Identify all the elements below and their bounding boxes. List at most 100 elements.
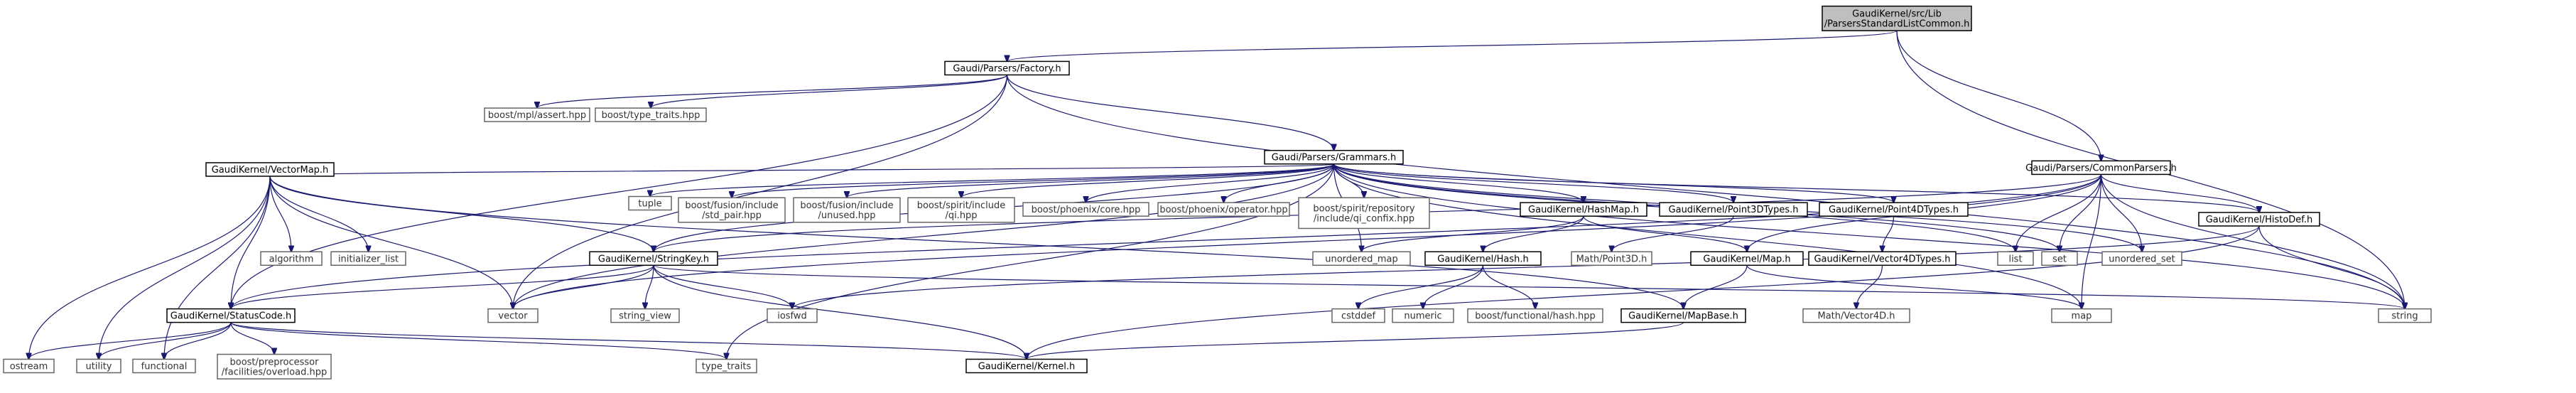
edge-grammars-to-map bbox=[1333, 163, 2082, 309]
node-common[interactable]: Gaudi/Parsers/CommonParsers.h bbox=[2025, 160, 2177, 176]
edge-grammars-to-unused bbox=[847, 163, 1335, 198]
node-label: Gaudi/Parsers/Factory.h bbox=[953, 63, 1061, 74]
node-qiconfix: boost/spirit/repository/include/qi_confi… bbox=[1298, 197, 1430, 230]
node-box bbox=[2198, 212, 2320, 227]
edge-vectormap-to-algorithm bbox=[269, 176, 291, 252]
edge-hash-to-bfhash bbox=[1482, 265, 1536, 308]
node-grammars[interactable]: Gaudi/Parsers/Grammars.h bbox=[1264, 149, 1404, 165]
node-box bbox=[260, 251, 323, 267]
edge-statuscode-to-ostream bbox=[29, 322, 232, 360]
node-label: GaudiKernel/Map.h bbox=[1703, 254, 1790, 264]
node-label: /qi.hpp bbox=[945, 210, 977, 221]
node-label: GaudiKernel/StatusCode.h bbox=[171, 311, 291, 322]
edge-v4d-to-vector4d bbox=[1856, 265, 1883, 308]
edge-hashmap-to-gkmap bbox=[1583, 215, 1747, 252]
node-functional: functional bbox=[132, 358, 196, 374]
edge-p3d-to-point3d bbox=[1612, 215, 1734, 252]
node-label: Math/Vector4D.h bbox=[1818, 311, 1895, 322]
node-box bbox=[678, 197, 786, 223]
node-box bbox=[3, 358, 55, 374]
node-box bbox=[1392, 308, 1454, 323]
node-label: string_view bbox=[619, 311, 671, 322]
node-stringview: string_view bbox=[610, 308, 680, 323]
node-root[interactable]: GaudiKernel/src/Lib/ParsersStandardListC… bbox=[1822, 5, 1972, 31]
node-box bbox=[1264, 149, 1404, 165]
edge-statuscode-to-utility bbox=[99, 322, 232, 360]
node-label: boost/spirit/include bbox=[917, 200, 1006, 211]
node-label: cstddef bbox=[1341, 311, 1376, 322]
node-box bbox=[1298, 197, 1430, 230]
edge-grammars-to-qi bbox=[961, 163, 1335, 198]
edge-statuscode-to-typetraits bbox=[230, 322, 727, 360]
node-gkmap[interactable]: GaudiKernel/Map.h bbox=[1690, 251, 1804, 267]
node-label: boost/type_traits.hpp bbox=[602, 110, 700, 121]
node-typetraits: type_traits bbox=[696, 358, 757, 374]
node-label: list bbox=[2008, 254, 2022, 264]
node-label: /facilities/overload.hpp bbox=[222, 367, 327, 377]
node-box bbox=[1819, 202, 1969, 217]
node-label: /ParsersStandardListCommon.h bbox=[1824, 18, 1970, 29]
edge-common-to-histodef bbox=[2100, 174, 2260, 212]
node-vectormap[interactable]: GaudiKernel/VectorMap.h bbox=[205, 162, 335, 177]
node-p3d[interactable]: GaudiKernel/Point3DTypes.h bbox=[1659, 202, 1808, 217]
edge-gkmap-to-mapbase bbox=[1684, 265, 1748, 308]
edge-common-to-string bbox=[2100, 174, 2405, 308]
edge-hash-to-numeric bbox=[1423, 265, 1484, 308]
node-factory[interactable]: Gaudi/Parsers/Factory.h bbox=[944, 60, 1070, 76]
node-label: GaudiKernel/MapBase.h bbox=[1628, 311, 1738, 322]
node-label: GaudiKernel/Point3DTypes.h bbox=[1669, 205, 1799, 215]
node-label: GaudiKernel/VectorMap.h bbox=[212, 165, 329, 176]
node-box bbox=[944, 60, 1070, 76]
node-kernel[interactable]: GaudiKernel/Kernel.h bbox=[965, 358, 1088, 374]
edge-common-to-vector bbox=[513, 174, 2102, 308]
node-p4d[interactable]: GaudiKernel/Point4DTypes.h bbox=[1819, 202, 1969, 217]
edges-layer bbox=[29, 30, 2405, 360]
node-statuscode[interactable]: GaudiKernel/StatusCode.h bbox=[166, 308, 296, 323]
node-box bbox=[2041, 251, 2078, 267]
node-label: iosfwd bbox=[777, 311, 807, 322]
node-label: /std_pair.hpp bbox=[702, 210, 762, 221]
node-v4d[interactable]: GaudiKernel/Vector4DTypes.h bbox=[1808, 251, 1957, 267]
node-phxop: boost/phoenix/operator.hpp bbox=[1157, 202, 1290, 217]
node-vector4d: Math/Vector4D.h bbox=[1802, 308, 1910, 323]
edge-stringkey-to-stringview bbox=[645, 265, 654, 308]
edge-vectormap-to-initlist bbox=[269, 176, 369, 252]
node-mapbase[interactable]: GaudiKernel/MapBase.h bbox=[1620, 308, 1746, 323]
node-box bbox=[696, 358, 757, 374]
node-point3d: Math/Point3D.h bbox=[1571, 251, 1652, 267]
node-tuple: tuple bbox=[628, 195, 672, 211]
edge-vectormap-to-stringkey bbox=[269, 176, 654, 252]
node-set: set bbox=[2041, 251, 2078, 267]
edge-grammars-to-typetraits bbox=[727, 163, 1335, 360]
node-histodef[interactable]: GaudiKernel/HistoDef.h bbox=[2198, 212, 2320, 227]
edge-histodef-to-iosfwd bbox=[792, 225, 2260, 309]
node-qi: boost/spirit/include/qi.hpp bbox=[907, 197, 1015, 223]
node-label: vector bbox=[498, 311, 528, 322]
node-box bbox=[76, 358, 121, 374]
node-unordset: unordered_set bbox=[2101, 251, 2182, 267]
node-label: GaudiKernel/StringKey.h bbox=[598, 254, 709, 264]
edge-factory-to-grammars bbox=[1006, 75, 1334, 150]
node-bfhash: boost/functional/hash.hpp bbox=[1467, 308, 1603, 323]
edge-root-to-factory bbox=[1007, 30, 1898, 61]
edge-common-to-set bbox=[2060, 174, 2102, 252]
edge-vectormap-to-mapbase bbox=[269, 176, 1684, 309]
node-stdpair: boost/fusion/include/std_pair.hpp bbox=[678, 197, 786, 223]
node-stringkey[interactable]: GaudiKernel/StringKey.h bbox=[589, 251, 718, 267]
node-label: type_traits bbox=[702, 361, 752, 372]
node-box bbox=[767, 308, 818, 323]
node-unordmap: unordered_map bbox=[1312, 251, 1411, 267]
edge-grammars-to-stdpair bbox=[732, 163, 1335, 198]
edge-grammars-to-hashmap bbox=[1333, 163, 1584, 203]
node-hash[interactable]: GaudiKernel/Hash.h bbox=[1424, 251, 1542, 267]
node-box bbox=[2031, 160, 2171, 176]
node-label: boost/phoenix/core.hpp bbox=[1032, 205, 1141, 215]
node-box bbox=[487, 308, 539, 323]
node-box bbox=[628, 195, 672, 211]
node-label: tuple bbox=[638, 199, 661, 210]
node-hashmap[interactable]: GaudiKernel/HashMap.h bbox=[1520, 202, 1647, 217]
node-label: utility bbox=[86, 361, 112, 372]
edge-p4d-to-v4d bbox=[1883, 216, 1895, 252]
edge-stringkey-to-kernel bbox=[653, 265, 1027, 359]
